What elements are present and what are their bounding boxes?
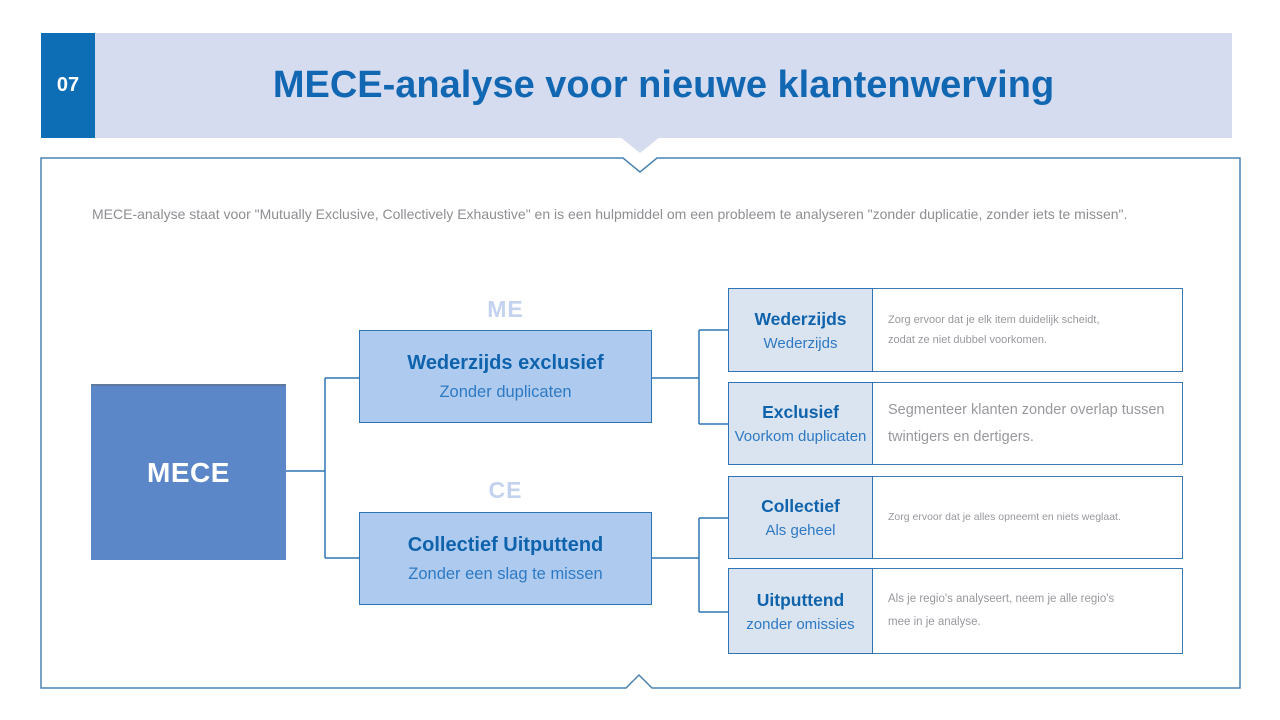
term-box: Wederzijds Wederzijds <box>728 288 873 372</box>
detail-row: Exclusief Voorkom duplicaten Segmenteer … <box>728 382 1183 465</box>
detail-row: Uitputtend zonder omissies Als je regio'… <box>728 568 1183 654</box>
description-box: Segmenteer klanten zonder overlap tussen… <box>873 382 1183 465</box>
description-box: Zorg ervoor dat je elk item duidelijk sc… <box>873 288 1183 372</box>
main-panel-border <box>40 157 1241 689</box>
page-number-badge: 07 <box>41 33 95 138</box>
branch-tag-me: ME <box>487 296 524 322</box>
description-text: Zorg ervoor dat je elk item duidelijk sc… <box>888 313 1100 346</box>
term-box: Uitputtend zonder omissies <box>728 568 873 654</box>
description-text: Segmenteer klanten zonder overlap tussen… <box>888 402 1165 445</box>
branch-title: Collectief Uitputtend <box>407 533 604 556</box>
banner-chevron <box>620 137 660 153</box>
intro-text: MECE-analyse staat voor "Mutually Exclus… <box>92 206 1128 222</box>
detail-row: Collectief Als geheel Zorg ervoor dat je… <box>728 476 1183 559</box>
term-title: Exclusief <box>762 402 839 422</box>
term-title: Wederzijds <box>754 308 847 329</box>
term-subtitle: Voorkom duplicaten <box>734 428 867 445</box>
root-node-label: MECE <box>147 457 230 488</box>
description-box: Zorg ervoor dat je alles opneemt en niet… <box>873 476 1183 559</box>
description-text: Zorg ervoor dat je alles opneemt en niet… <box>888 510 1121 523</box>
term-title: Uitputtend <box>756 589 845 610</box>
description-text: Als je regio's analyseert, neem je alle … <box>888 593 1115 628</box>
term-title: Collectief <box>761 496 840 516</box>
branch-node-ce: Collectief Uitputtend Zonder een slag te… <box>359 512 652 605</box>
connector-lines <box>286 329 728 613</box>
branch-title: Wederzijds exclusief <box>407 351 604 374</box>
term-subtitle: Wederzijds <box>763 334 838 352</box>
branch-subtitle: Zonder duplicaten <box>439 382 572 401</box>
detail-row: Wederzijds Wederzijds Zorg ervoor dat je… <box>728 288 1183 372</box>
root-node: MECE <box>91 384 286 560</box>
term-box: Collectief Als geheel <box>728 476 873 559</box>
branch-node-me: Wederzijds exclusief Zonder duplicaten <box>359 330 652 423</box>
description-box: Als je regio's analyseert, neem je alle … <box>873 568 1183 654</box>
page-number: 07 <box>56 74 80 96</box>
branch-tag-ce: CE <box>488 477 523 503</box>
slide-title: MECE-analyse voor nieuwe klantenwerving <box>272 64 1055 106</box>
term-subtitle: zonder omissies <box>746 615 855 633</box>
term-subtitle: Als geheel <box>765 522 836 539</box>
term-box: Exclusief Voorkom duplicaten <box>728 382 873 465</box>
title-banner: MECE-analyse voor nieuwe klantenwerving <box>95 33 1232 138</box>
branch-subtitle: Zonder een slag te missen <box>408 564 603 583</box>
